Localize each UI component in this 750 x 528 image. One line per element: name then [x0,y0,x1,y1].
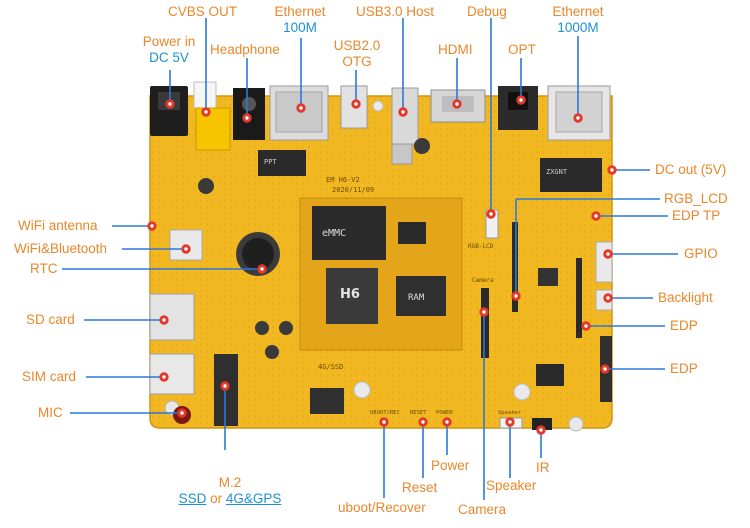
marker-dot-icon [418,417,428,427]
marker-dot-icon [351,99,361,109]
label-uboot-recover: uboot/Recover [338,500,426,515]
label-gpio: GPIO [684,246,718,261]
ssd-area-silk: 4G/SSD [318,363,343,371]
rgb-lcd-silk: RGB-LCD [468,243,494,250]
wifi-module-icon [169,229,203,261]
markers [147,95,617,435]
label-m2: M.2 SSD or 4G&GPS [178,475,282,506]
marker-dot-icon [177,408,187,418]
marker-dot-icon [242,113,252,123]
power-silk: POWER [436,410,453,416]
marker-dot-icon [165,99,175,109]
marker-dot-icon [573,113,583,123]
label-wifi-bluetooth: WiFi&Bluetooth [14,241,108,256]
marker-dot-icon [511,291,521,301]
label-mic: MIC [38,405,63,420]
marker-dot-icon [181,244,191,254]
leader-lines [62,18,678,500]
marker-dot-icon [486,209,496,219]
marker-dot-icon [147,221,157,231]
marker-dot-icon [452,99,462,109]
marker-dot-icon [442,417,452,427]
components: eMMC H6 RAM EM H6-V2 2020/11/09 PPT ZXGN… [149,138,613,430]
label-sd-card: SD card [26,312,75,327]
soc-silk: H6 [340,287,360,302]
emmc-silk: eMMC [322,228,346,239]
label-opt: OPT [508,42,536,57]
label-dc-out: DC out (5V) [655,162,727,177]
zxgnt-silk: ZXGNT [546,168,568,176]
marker-dot-icon [505,417,515,427]
marker-dot-icon [398,107,408,117]
marker-dot-icon [379,417,389,427]
ram-chip-icon [396,276,446,316]
marker-dot-icon [159,315,169,325]
marker-dot-icon [516,95,526,105]
marker-dot-icon [600,364,610,374]
link-4g-gps[interactable]: 4G&GPS [225,491,282,506]
label-debug: Debug [467,4,507,19]
label-edp-1: EDP [670,318,698,333]
ppt-silk: PPT [264,158,277,166]
label-reset: Reset [402,480,438,495]
label-edp-tp: EDP TP [672,208,721,223]
marker-dot-icon [201,107,211,117]
ram-silk: RAM [408,293,425,303]
label-headphone: Headphone [210,42,280,57]
marker-dot-icon [257,264,267,274]
reset-silk: RESET [410,410,427,416]
label-rgb-lcd: RGB_LCD [664,191,728,206]
marker-dot-icon [220,381,230,391]
label-camera: Camera [458,502,507,517]
label-edp-2: EDP [670,361,698,376]
marker-dot-icon [603,249,613,259]
marker-dot-icon [603,293,613,303]
label-cvbs-out: CVBS OUT [168,4,238,19]
marker-dot-icon [607,165,617,175]
label-wifi-antenna: WiFi antenna [18,218,98,233]
label-hdmi: HDMI [438,42,473,57]
model-silk: EM H6-V2 [326,176,360,184]
marker-dot-icon [581,321,591,331]
uboot-silk: UBOOT/REC [370,410,400,416]
link-ssd[interactable]: SSD [178,491,207,506]
marker-dot-icon [159,372,169,382]
marker-dot-icon [479,307,489,317]
speaker-silk: Speaker [498,410,522,416]
label-ir: IR [536,460,550,475]
label-power: Power [431,458,470,473]
marker-dot-icon [591,211,601,221]
camera-silk: Camera [472,277,494,284]
label-speaker: Speaker [486,478,537,493]
label-sim-card: SIM card [22,369,77,384]
emmc-chip-icon [312,206,386,260]
marker-dot-icon [536,425,546,435]
label-backlight: Backlight [658,290,713,305]
date-silk: 2020/11/09 [332,186,374,194]
soc-chip-icon [326,268,378,324]
label-usb3-host: USB3.0 Host [356,4,435,19]
label-rtc: RTC [30,261,58,276]
marker-dot-icon [296,103,306,113]
